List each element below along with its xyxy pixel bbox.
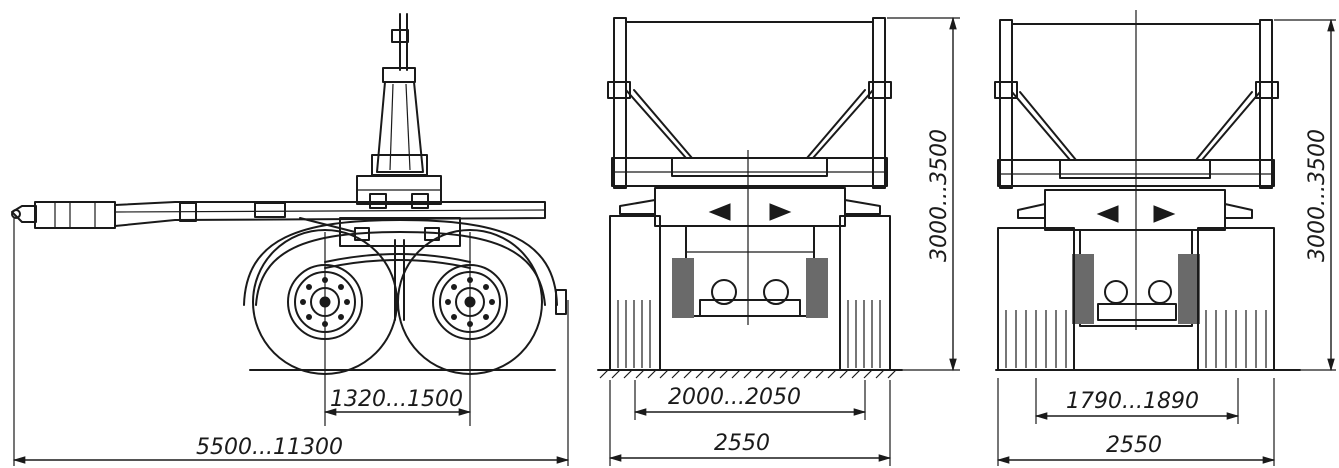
dim-height-1: 3000...3500 bbox=[887, 16, 960, 372]
rear-view-1: 3000...3500 2000...2050 2550 bbox=[597, 16, 960, 466]
bolster-post bbox=[356, 13, 442, 209]
ground-1 bbox=[597, 369, 903, 379]
mudguard bbox=[243, 219, 558, 306]
dim-overall-length: 5500...11300 bbox=[12, 218, 570, 466]
side-view: 1320...1500 5500...11300 bbox=[11, 13, 570, 466]
rear-light bbox=[555, 289, 567, 315]
height-label-2: 3000...3500 bbox=[1305, 129, 1330, 262]
undercarriage-2 bbox=[1017, 189, 1253, 327]
tyres-right-2 bbox=[1197, 227, 1275, 371]
width-label-1: 2550 bbox=[714, 431, 770, 456]
tyres-left-2 bbox=[997, 227, 1075, 371]
undercarriage-1 bbox=[619, 187, 881, 318]
track-label-2: 1790...1890 bbox=[1066, 389, 1199, 414]
bunk-frame-1 bbox=[607, 17, 892, 189]
tyres-left-1 bbox=[609, 215, 661, 371]
track-label-1: 2000...2050 bbox=[668, 385, 801, 410]
dim-track-1: 2000...2050 bbox=[633, 380, 867, 420]
width-label-2: 2550 bbox=[1106, 433, 1162, 458]
wheelbase-label: 1320...1500 bbox=[330, 387, 463, 412]
tyres-right-1 bbox=[839, 215, 891, 371]
height-label-1: 3000...3500 bbox=[927, 129, 952, 262]
dim-wheelbase: 1320...1500 bbox=[323, 232, 472, 426]
rear-view-2: 3000...3500 1790...1890 2550 bbox=[994, 10, 1336, 466]
overall-length-label: 5500...11300 bbox=[196, 435, 343, 460]
dim-width-1: 2550 bbox=[608, 380, 892, 466]
dim-width-2: 2550 bbox=[996, 378, 1276, 466]
drawbar bbox=[11, 201, 546, 233]
dim-track-2: 1790...1890 bbox=[1034, 378, 1240, 424]
dim-height-2: 3000...3500 bbox=[1274, 18, 1336, 372]
